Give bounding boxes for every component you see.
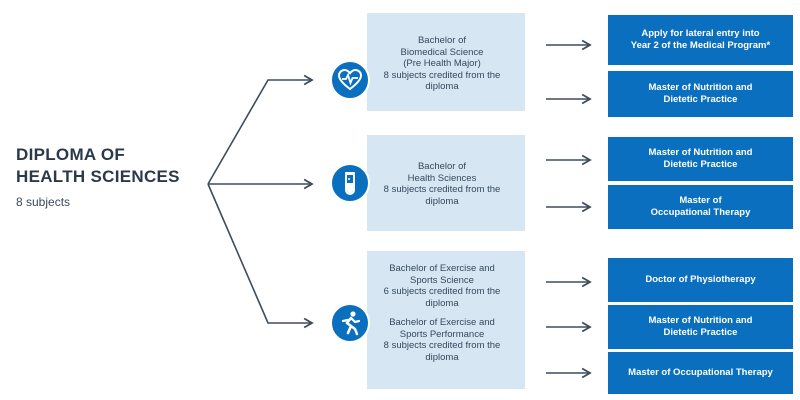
outcome-line: Dietetic Practice xyxy=(663,327,738,338)
heart-pulse-icon xyxy=(330,60,370,100)
outcome-nutrition-2: Master of Nutrition and Dietetic Practic… xyxy=(608,137,793,181)
branch-arrow-3 xyxy=(207,183,314,329)
outcome-line: Master of Nutrition and xyxy=(648,147,753,158)
degree-line: 8 subjects credited from the xyxy=(383,340,501,351)
degree-line: Bachelor of Exercise and xyxy=(389,263,495,274)
degree-line: 8 subjects credited from the xyxy=(383,69,501,81)
outcome-occupational-2: Master of Occupational Therapy xyxy=(608,352,793,394)
outcome-line: Apply for lateral entry into xyxy=(641,28,760,39)
degree-line: Health Sciences xyxy=(407,172,477,184)
outcome-line: Occupational Therapy xyxy=(650,207,751,218)
outcome-line: Dietetic Practice xyxy=(663,94,738,105)
outcome-line: Master of Nutrition and xyxy=(648,315,753,326)
outcome-line: Master of Nutrition and xyxy=(648,82,753,93)
degree-line: diploma xyxy=(425,195,459,207)
test-tube-icon xyxy=(330,163,370,203)
degree-line: 8 subjects credited from the xyxy=(383,184,501,195)
outcome-line: Dietetic Practice xyxy=(663,159,738,170)
degree-line: Bachelor of xyxy=(417,161,467,172)
degree-line: (Pre Health Major) xyxy=(403,58,481,69)
diploma-title-line1: DIPLOMA OF xyxy=(16,145,126,164)
degree-line: diploma xyxy=(425,297,459,309)
degree-line: 6 subjects credited from the xyxy=(383,286,501,297)
outcome-medical-program: Apply for lateral entry into Year 2 of t… xyxy=(608,15,793,65)
degree-line: Sports Science xyxy=(410,274,474,286)
degree-box-exercise: Bachelor of Exercise and Sports Science … xyxy=(367,251,525,389)
diploma-subjects: 8 subjects xyxy=(16,195,71,209)
degree-box-health-sciences: Bachelor of Health Sciences 8 subjects c… xyxy=(367,135,525,231)
outcome-nutrition-1: Master of Nutrition and Dietetic Practic… xyxy=(608,71,793,117)
outcome-line: Year 2 of the Medical Program* xyxy=(630,40,771,51)
degree-line: Bachelor of xyxy=(417,35,467,46)
degree-line: Sports Performance xyxy=(399,328,485,340)
runner-icon xyxy=(330,303,370,343)
diploma-title-line2: HEALTH SCIENCES xyxy=(16,167,180,186)
outcome-line: Master of xyxy=(679,195,722,206)
degree-line: Biomedical Science xyxy=(400,46,484,58)
degree-line: diploma xyxy=(425,81,459,92)
branch-arrow-1 xyxy=(207,74,314,185)
degree-box-biomedical: Bachelor of Biomedical Science (Pre Heal… xyxy=(367,13,525,111)
degree-line: diploma xyxy=(425,351,459,363)
outcome-line: Doctor of Physiotherapy xyxy=(645,274,756,285)
degree-line: Bachelor of Exercise and xyxy=(389,317,495,328)
outcome-occupational-1: Master of Occupational Therapy xyxy=(608,185,793,229)
outcome-physiotherapy: Doctor of Physiotherapy xyxy=(608,258,793,302)
diploma-title: DIPLOMA OF HEALTH SCIENCES xyxy=(16,144,216,188)
outcome-line: Master of Occupational Therapy xyxy=(628,367,773,378)
outcome-nutrition-3: Master of Nutrition and Dietetic Practic… xyxy=(608,305,793,349)
